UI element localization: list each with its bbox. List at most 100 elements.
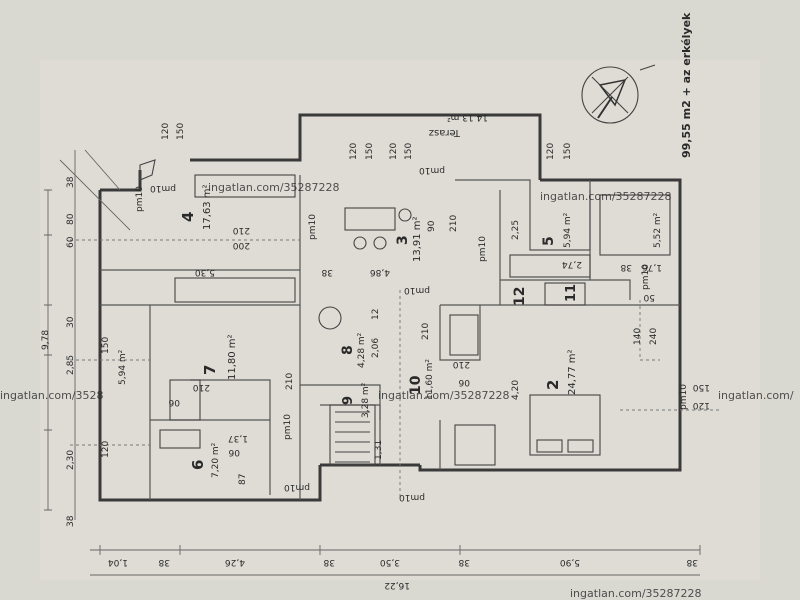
dim-12: 12 (371, 309, 381, 320)
dim-50: 50 (643, 292, 655, 302)
dim-120-e: 120 (693, 400, 710, 410)
dim-210-c: 210 (421, 323, 431, 340)
dim-150-a: 150 (176, 123, 186, 140)
dim-150-e: 150 (693, 382, 710, 392)
dim-240: 240 (649, 328, 659, 345)
room-10-number: 10 (408, 375, 424, 395)
summary-area: 99,55 m2 + az erkélyek (680, 12, 693, 158)
dim-06-a: 06 (458, 377, 470, 387)
room-3-number: 3 (395, 235, 411, 245)
pm10-b: pm10 (135, 186, 145, 212)
room-10-area: 11,60 m² (425, 359, 435, 400)
furniture (139, 159, 671, 466)
dim-60: 60 (66, 236, 76, 248)
room-11-number: 11 (564, 284, 579, 302)
room-4-area: 17,63 m² (202, 184, 213, 230)
pm10-j: pm10 (283, 414, 293, 440)
room-6-area: 7,20 m² (211, 442, 221, 478)
dim-230: 2,30 (66, 450, 76, 470)
room-9-area: 3,28 m² (361, 382, 371, 418)
dining-table (344, 207, 396, 231)
dim-06-c: 06 (228, 447, 240, 457)
dimension-labels: 150 120 120 150 120 150 120 150 90 210 2… (41, 123, 710, 590)
dim-210-f: 210 (285, 373, 295, 390)
dim-206: 2,06 (371, 338, 381, 358)
room-8-area: 4,28 m² (357, 332, 367, 368)
watermark-mid-left: ingatlan.com/3528 (0, 389, 104, 402)
room-3-area: 13,91 m² (412, 216, 423, 262)
dim-120-f: 120 (101, 441, 111, 458)
dimension-lines (44, 149, 720, 576)
watermark-bottom: ingatlan.com/35287228 (570, 587, 702, 600)
kitchen-counter (174, 277, 296, 303)
dim-90-a: 90 (427, 220, 437, 232)
dim-426: 4,26 (225, 557, 245, 567)
room-9-number: 9 (341, 396, 356, 405)
dim-120-b: 120 (349, 143, 359, 160)
pm10-e: pm10 (478, 236, 488, 262)
double-bed (529, 394, 601, 456)
pm10-h: pm10 (284, 482, 310, 492)
wardrobe (454, 424, 496, 466)
pm10-c: pm10 (308, 214, 318, 240)
dim-120-a: 120 (161, 123, 171, 140)
compass-rose (581, 64, 656, 124)
pm10-g: pm10 (679, 384, 689, 410)
room-8-number: 8 (340, 345, 356, 355)
dim-38-d: 38 (66, 515, 76, 527)
dim-150-d: 150 (563, 143, 573, 160)
room-terrace-left-area: 5,94 m² (118, 349, 128, 385)
dim-30: 30 (66, 316, 76, 328)
terrace-label: Terasz (429, 127, 461, 138)
dim-530: 5,30 (195, 267, 215, 277)
dim-350: 3,50 (380, 557, 400, 567)
dim-38-h: 38 (686, 557, 698, 567)
dim-131: 1,31 (374, 440, 384, 460)
dim-140: 140 (633, 328, 643, 345)
dim-420: 4,20 (511, 380, 521, 400)
room-5-number: 5 (541, 236, 557, 246)
watermarks: ingatlan.com/35287228 ingatlan.com/35287… (0, 181, 794, 600)
dim-38-b: 38 (620, 262, 632, 272)
dim-210-b: 210 (233, 225, 250, 235)
pm10-i: pm10 (399, 492, 425, 502)
dim-590: 5,90 (560, 557, 580, 567)
dim-120-c: 120 (389, 143, 399, 160)
dim-137: 1,37 (228, 433, 248, 443)
room-6-number: 6 (189, 460, 207, 470)
room-labels: 4 17,63 m² 3 13,91 m² 5 5,94 m² 5,52 m² … (118, 184, 663, 478)
dim-225: 2,25 (511, 220, 521, 240)
watermark-mid-right: ingatlan.com/ (718, 389, 794, 402)
room-4-number: 4 (179, 212, 197, 222)
dim-978: 9,78 (41, 330, 51, 350)
dim-06-b: 06 (168, 397, 180, 407)
dim-176: 1,76 (642, 262, 662, 272)
dim-120-d: 120 (546, 143, 556, 160)
room-5-right-area: 5,52 m² (653, 212, 663, 248)
bathtub (169, 379, 201, 421)
room-5-area: 5,94 m² (563, 212, 573, 248)
dim-150-b: 150 (365, 143, 375, 160)
room-2-number: 2 (544, 380, 562, 390)
dim-38-f: 38 (323, 557, 335, 567)
round-table (318, 306, 342, 330)
watermark-top-left: ingatlan.com/35287228 (208, 181, 340, 194)
room-7-area: 11,80 m² (227, 334, 238, 380)
dim-1622: 16,22 (384, 580, 410, 590)
dim-38-c: 38 (66, 176, 76, 188)
pm10-f: pm10 (404, 285, 430, 295)
interior-walls (100, 175, 680, 500)
dim-486: 4,86 (370, 267, 390, 277)
terrace-area: 14,13 m² (447, 112, 488, 122)
watermark-top-right: ingatlan.com/35287228 (540, 190, 672, 203)
pm10-labels: pm10 pm10 pm10 pm10 pm10 pm10 pm10 pm10 … (135, 165, 689, 502)
room-7-number: 7 (201, 365, 219, 375)
room-2-area: 24,77 m² (567, 349, 578, 395)
dim-210-a: 210 (449, 215, 459, 232)
pm10-a: pm10 (150, 183, 176, 193)
sofa (194, 174, 296, 198)
dim-274: 2,74 (562, 259, 582, 269)
dim-38-g: 38 (458, 557, 470, 567)
pm10-d: pm10 (419, 165, 445, 175)
